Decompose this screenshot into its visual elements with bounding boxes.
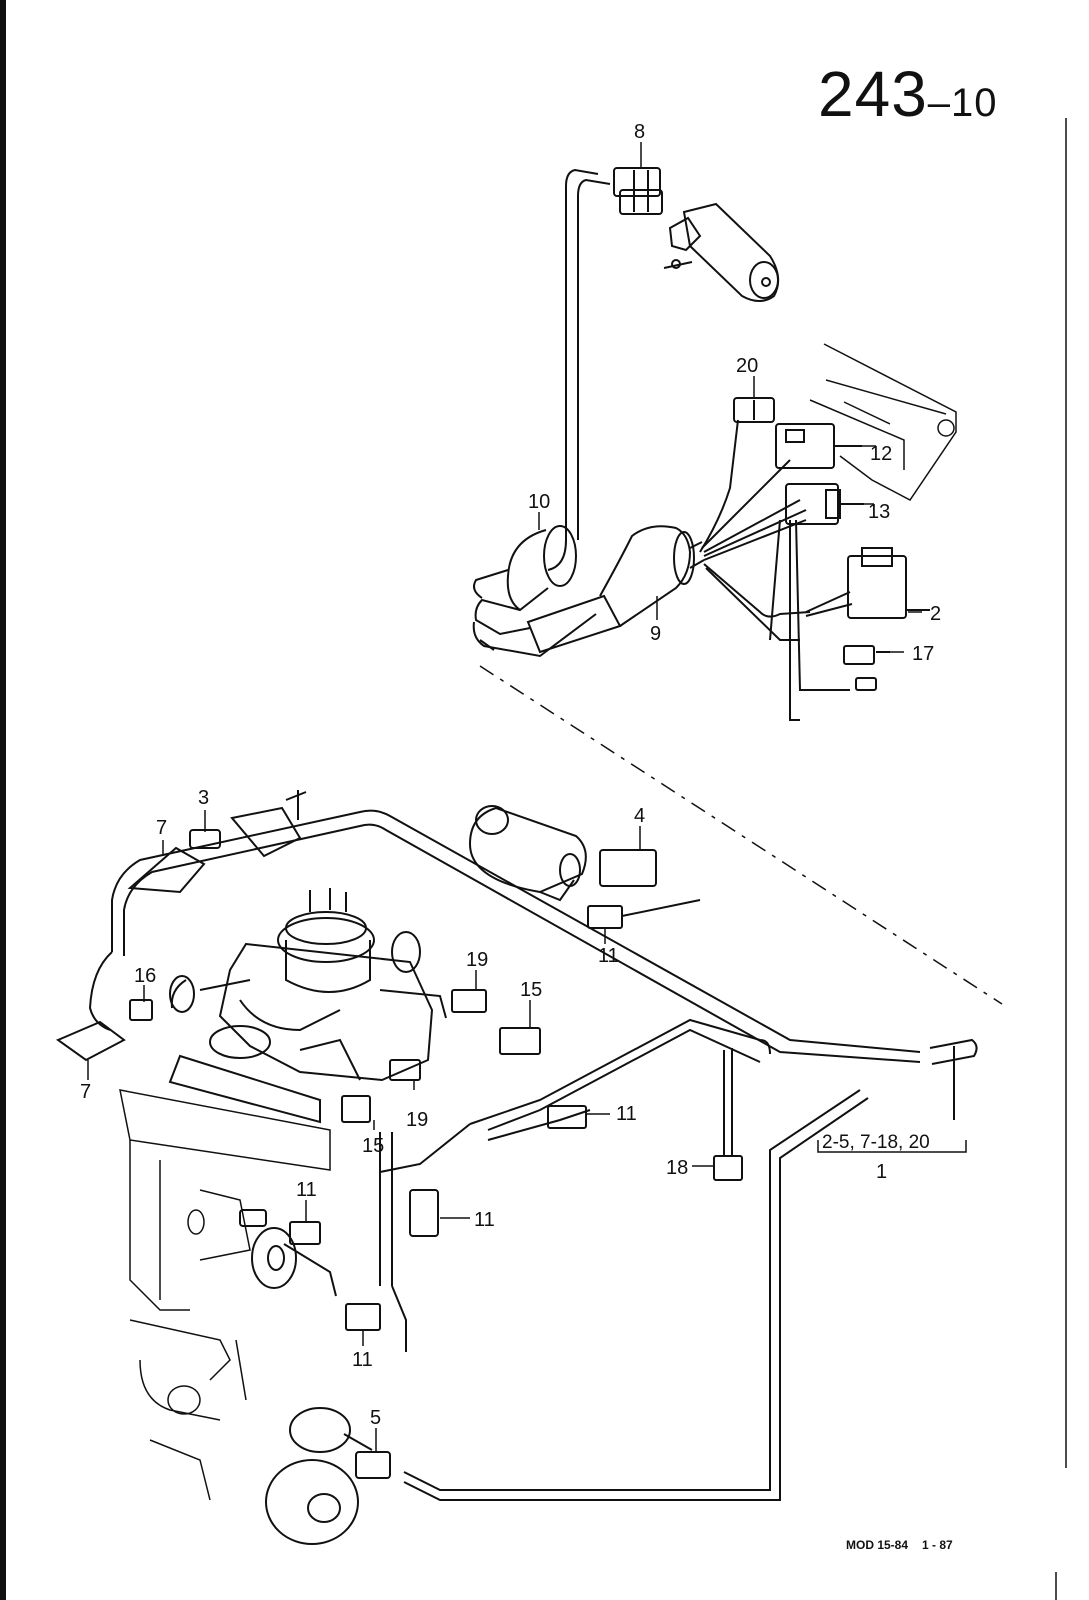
callout-10: 10 [528, 491, 550, 513]
callout-1: 1 [876, 1161, 887, 1183]
connector-11-lower [345, 1303, 381, 1331]
temperature-sender [239, 1209, 337, 1297]
callout-19-lower: 19 [406, 1109, 428, 1131]
connector-5 [355, 1451, 391, 1479]
callout-13: 13 [868, 501, 890, 523]
callout-17: 17 [912, 643, 934, 665]
grommet-9 [526, 525, 705, 654]
footer-model: MOD 15-84 [846, 1538, 909, 1552]
callout-11-sensor: 11 [296, 1179, 317, 1201]
connector-15-right [499, 1027, 541, 1055]
callout-11-lower: 11 [352, 1349, 373, 1371]
relay-block [809, 343, 957, 501]
carburetor-assembly [168, 888, 447, 1124]
callout-15-right: 15 [520, 979, 542, 1001]
callout-11-coil: 11 [598, 945, 619, 967]
connector-11-mid [547, 1105, 587, 1129]
connector-11-coil [587, 905, 623, 929]
connector-11-vertical [409, 1189, 439, 1237]
callout-2: 2 [930, 603, 941, 625]
left-binding-edge [0, 0, 6, 1600]
callout-3: 3 [198, 787, 209, 809]
connector-12 [775, 423, 862, 469]
callout-4: 4 [634, 805, 645, 827]
page-number-sub: 10 [951, 81, 998, 125]
connector-13 [785, 483, 864, 525]
callout-7-upper: 7 [156, 817, 167, 839]
page-number-main: 243 [818, 58, 928, 130]
grommet-10 [472, 525, 597, 658]
harness-upper-left-run [547, 168, 599, 571]
wiper-motor [663, 202, 780, 302]
connector-16 [129, 999, 153, 1021]
callout-20: 20 [736, 355, 758, 377]
connector-2 [847, 547, 930, 619]
callout-9: 9 [650, 623, 661, 645]
callout-16: 16 [134, 965, 156, 987]
connector-3-and-7 [127, 790, 307, 894]
connector-4 [599, 849, 657, 887]
callout-15-left: 15 [362, 1135, 384, 1157]
ignition-coil [468, 805, 587, 902]
footer-code: MOD 15-84 1 - 87 [846, 1538, 953, 1552]
connector-11-sensor [289, 1221, 321, 1245]
callout-11-mid: 11 [616, 1103, 637, 1125]
callout-5: 5 [370, 1407, 381, 1429]
group-range-label: 2-5, 7-18, 20 [822, 1132, 930, 1153]
connector-18 [713, 1155, 743, 1181]
page-number: 243–10 [818, 58, 998, 130]
engine-block [119, 1089, 331, 1501]
connector-8 [613, 167, 663, 215]
connector-19-lower [389, 1059, 421, 1081]
connector-7-lower [55, 1020, 126, 1062]
footer-date: 1 - 87 [922, 1538, 953, 1552]
callout-8: 8 [634, 121, 645, 143]
callout-7-lower: 7 [80, 1081, 91, 1103]
separator-line [479, 665, 1003, 1005]
connector-15-left [341, 1095, 371, 1123]
connector-19-upper [451, 989, 487, 1013]
callout-11-vertical: 11 [474, 1209, 495, 1231]
callout-18: 18 [666, 1157, 688, 1179]
callout-12: 12 [870, 443, 892, 465]
starter-solenoid [265, 1407, 373, 1545]
callout-19-upper: 19 [466, 949, 488, 971]
harness-main-top [111, 809, 921, 1053]
